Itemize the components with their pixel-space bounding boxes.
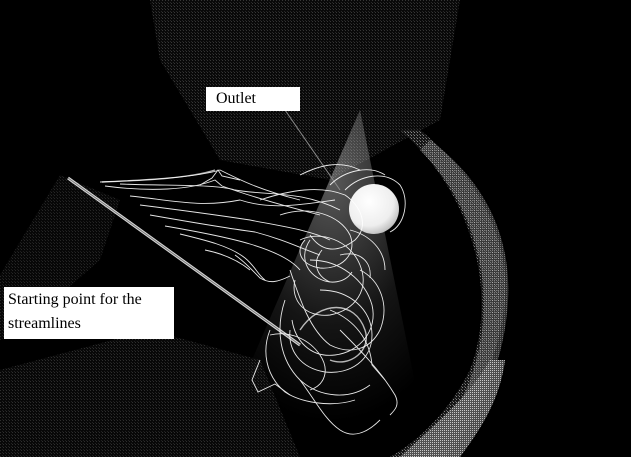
outlet-label: Outlet [206, 87, 300, 111]
outlet-sphere [349, 184, 399, 234]
starting-point-label: Starting point for the streamlines [4, 287, 174, 339]
